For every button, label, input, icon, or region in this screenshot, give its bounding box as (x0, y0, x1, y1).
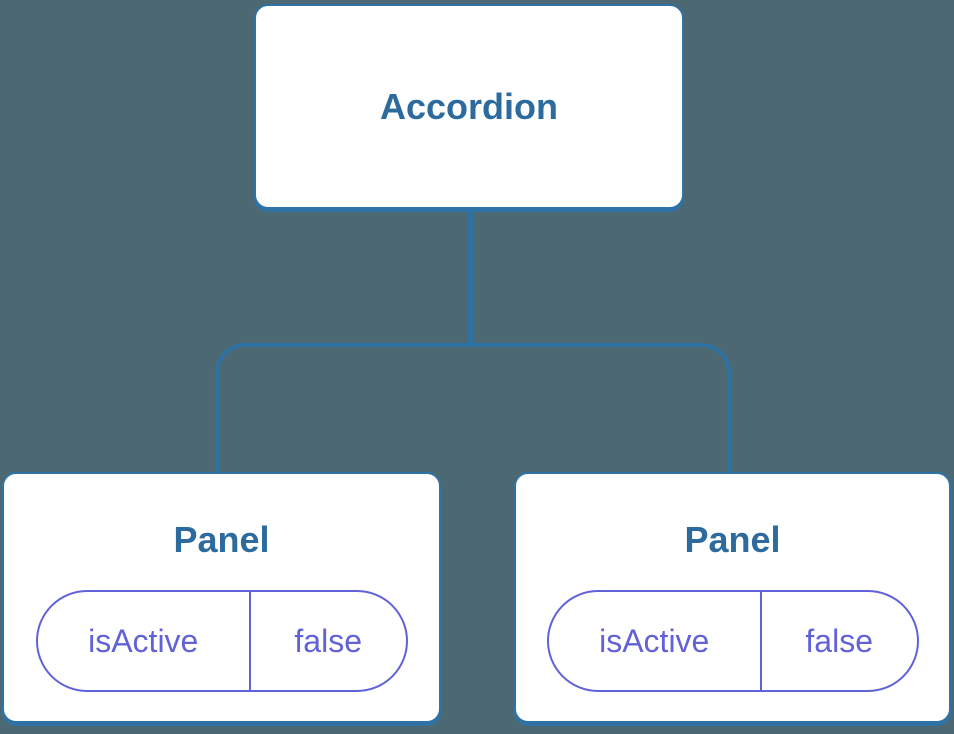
state-pill-1-value: false (294, 622, 362, 659)
connector-branch (215, 343, 731, 472)
node-accordion-label: Accordion (379, 85, 558, 127)
state-pill-2: isActive false (546, 590, 919, 692)
state-pill-2-name: isActive (549, 592, 762, 690)
node-panel-1-label: Panel (173, 519, 270, 560)
node-panel-2-label: Panel (684, 519, 781, 560)
state-pill-1: isActive false (35, 590, 408, 692)
node-accordion: Accordion (254, 4, 684, 209)
state-pill-2-value: false (805, 622, 873, 659)
state-pill-1-name: isActive (38, 592, 251, 690)
connector-root-stem (468, 210, 473, 347)
node-panel-1: Panel isActive false (2, 472, 441, 723)
node-panel-2: Panel isActive false (514, 472, 951, 723)
